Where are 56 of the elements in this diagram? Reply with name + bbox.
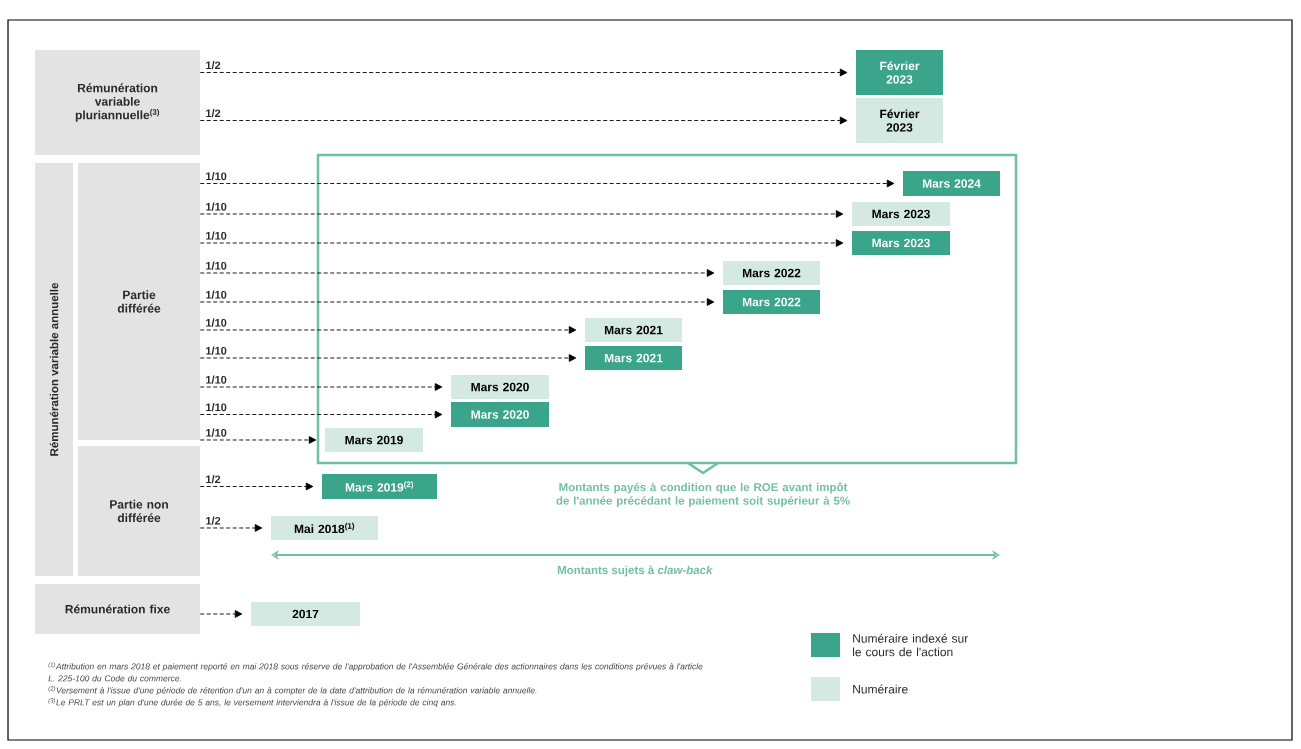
date-box: Mars 2021: [585, 346, 682, 370]
edge-label: 1/10: [206, 172, 227, 181]
edge-label: 1/10: [206, 318, 227, 327]
date-box: Mars 2019$^{(2)}$: [322, 474, 437, 499]
date-box: Mai 2018$^{(1)}$: [271, 516, 378, 540]
date-box: Mars 2021: [585, 318, 682, 342]
edge-label: 1/10: [206, 261, 227, 270]
edge-label: 1/10: [206, 403, 227, 412]
edge-label: 1/2: [206, 109, 221, 118]
date-box: Février 2023: [856, 50, 943, 95]
date-box: Mars 2019: [325, 428, 423, 452]
date-box: 2017: [251, 602, 360, 626]
arrow: [199, 116, 848, 125]
arrow: [199, 269, 715, 277]
legend-label: Numéraire indexé sur le cours de l'action: [853, 633, 968, 657]
footnote: $^{(2)}$Versement à l'issue d'une période de rétention d'un an à compter de la date d'attribution de la rémunération variable annuelle.: [48, 686, 537, 696]
arrow: [199, 326, 577, 334]
category-band: Rémunération variable annuelle: [35, 163, 73, 576]
edge-label: 1/10: [206, 428, 227, 437]
date-box: Mars 2023: [852, 202, 950, 226]
date-box: Mars 2020: [451, 375, 549, 399]
category-box: Partie non différée: [78, 446, 200, 576]
node-label: Montants payés à condition que le ROE avant impôt de l'année précédant le paiement soit supérieur à 5%: [556, 482, 850, 507]
edge-label: 1/10: [206, 346, 227, 355]
arrow: [199, 482, 314, 491]
category-box: Rémunération variable pluriannuelle$^{(3)}$: [35, 50, 200, 155]
footnote: $^{(1)}$Attribution en mars 2018 et paiement reporté en mai 2018 sous réserve de l'approbation de l'Assemblée Générale des actionnaires dans les conditions prévues à l'article L. 225-100 du Code du commerce.: [48, 662, 703, 682]
date-box: Mars 2022: [723, 261, 820, 285]
category-box: Rémunération fixe: [35, 584, 200, 634]
edge-label: 1/2: [206, 61, 221, 70]
arrow: [199, 179, 895, 188]
footnote: $^{(3)}$Le PRLT est un plan d'une durée de 5 ans, le versement interviendra à l'issue de la période de cinq ans.: [48, 698, 456, 708]
arrow: [199, 354, 577, 362]
edge-label: 1/10: [206, 202, 227, 211]
legend-label: Numéraire: [853, 684, 908, 694]
date-box: Mars 2022: [723, 290, 820, 314]
arrow: [199, 210, 844, 218]
note-text: Montants sujets à claw-back: [557, 565, 713, 577]
arrow: [199, 239, 844, 247]
date-box: Février 2023: [856, 98, 943, 143]
date-box: Mars 2024: [903, 171, 1000, 196]
edge-label: 1/10: [206, 290, 227, 299]
edge-label: 1/2: [206, 475, 221, 484]
edge-label: 1/10: [206, 375, 227, 384]
arrow: [199, 410, 443, 419]
category-box: Partie différée: [78, 163, 200, 440]
edge-label: 1/10: [206, 231, 227, 240]
arrow: [199, 610, 243, 618]
arrow: [199, 298, 715, 306]
arrow: [199, 524, 263, 532]
edge-label: 1/2: [206, 516, 221, 525]
arrow: [199, 436, 317, 444]
date-box: Mars 2020: [451, 402, 549, 427]
arrow: [199, 383, 443, 391]
date-box: Mars 2023: [852, 231, 950, 255]
arrow: [199, 68, 848, 77]
